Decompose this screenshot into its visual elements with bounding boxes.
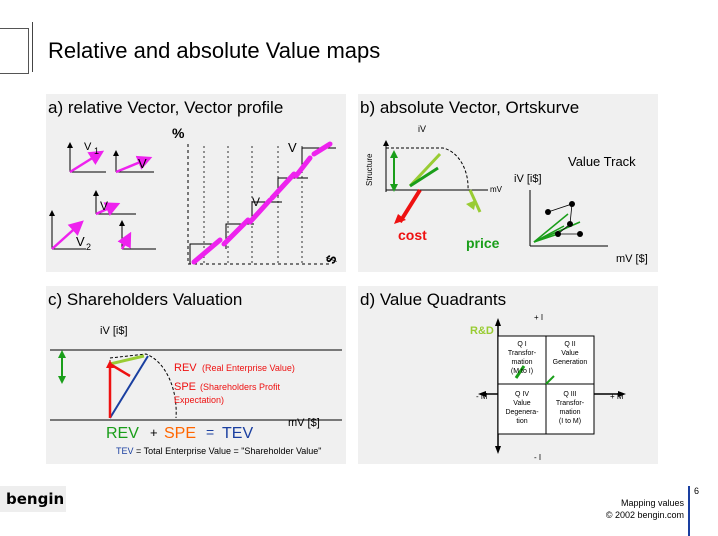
absolute-vector-diagram: iV Structure mV cost price Value Track i… [365, 124, 648, 265]
q1-line-3: mation [511, 359, 532, 366]
panel-a [46, 94, 346, 272]
note-tev: TEV [116, 446, 134, 456]
mv-label: mV [490, 185, 503, 194]
iv-dollar-label: iV [i$] [514, 173, 542, 185]
rd-label: R&D [470, 325, 494, 337]
eq-plus: + [150, 425, 158, 440]
eq-rev: REV [106, 425, 139, 442]
panel-c-title: c) Shareholders Valuation [48, 290, 243, 309]
spe-label: SPE [174, 381, 196, 393]
q3-line-1: Q III [563, 391, 576, 398]
small-v-label-1: V [138, 156, 147, 171]
title-divider [32, 22, 33, 72]
mv-dollar-label: mV [$] [616, 253, 648, 265]
q3-line-4: (I to M) [559, 418, 581, 425]
q2-line-1: Q II [564, 341, 575, 348]
shareholder-valuation-diagram: iV [i$] REV (Real Enterprise Value) SPE … [50, 325, 342, 456]
panel-d-title: d) Value Quadrants [360, 290, 507, 309]
q4-line-2: Value [513, 400, 530, 407]
panel-b [358, 94, 658, 272]
price-label: price [466, 235, 500, 251]
q4-line-1: Q IV [515, 391, 529, 398]
plus-m-label: + M [610, 392, 624, 401]
value-quadrants-diagram: + I - I - M + M R&D Q I Transfor- mation… [470, 313, 626, 462]
corner-frame [0, 28, 29, 74]
slide-title: Relative and absolute Value maps [48, 38, 381, 63]
v1-label: V [84, 141, 92, 153]
footer-accent-bar [688, 486, 690, 536]
iv-label: iV [418, 124, 426, 134]
minus-i-label: - I [534, 453, 541, 462]
v1-sub: 1 [94, 146, 99, 156]
panel-c [46, 286, 346, 464]
v2-label: V [76, 234, 85, 249]
v2-sub: 2 [86, 242, 91, 252]
iv-axis-label: iV [i$] [100, 325, 128, 337]
panel-a-title: a) relative Vector, Vector profile [48, 98, 284, 117]
footer-line-2: © 2002 bengin.com [605, 510, 684, 520]
v-label-top: V [288, 140, 297, 155]
mv-axis-label: mV [$] [288, 417, 320, 429]
q4-line-4: tion [516, 418, 527, 425]
eq-tev: TEV [222, 425, 253, 442]
q3-line-3: mation [559, 409, 580, 416]
dollar-label: $ [322, 253, 340, 266]
footer-line-1: Mapping values [620, 498, 684, 508]
percent-label: % [172, 125, 185, 141]
q2-line-3: Generation [553, 359, 588, 366]
plus-i-label: + I [534, 313, 543, 322]
spe-desc2: Expectation) [174, 395, 224, 405]
bengin-logo: bengin [6, 490, 65, 508]
note-rest: = Total Enterprise Value = "Shareholder … [136, 446, 322, 456]
cost-label: cost [398, 227, 427, 243]
structure-label: Structure [365, 153, 374, 186]
q3-line-2: Transfor- [556, 400, 585, 407]
q4-line-3: Degenera- [505, 409, 539, 416]
page-number: 6 [694, 486, 700, 496]
q1-line-4: (M to I) [511, 368, 533, 375]
rev-label: REV [174, 362, 197, 374]
eq-spe: SPE [164, 425, 196, 442]
panel-b-title: b) absolute Vector, Ortskurve [360, 98, 580, 117]
q1-line-1: Q I [517, 341, 526, 348]
minus-m-label: - M [476, 392, 488, 401]
q1-line-2: Transfor- [508, 350, 537, 357]
q2-line-2: Value [561, 350, 578, 357]
logo-box [0, 486, 66, 512]
small-v-label-2: V [100, 199, 108, 213]
value-track-label: Value Track [568, 154, 636, 169]
eq-equals: = [206, 424, 214, 440]
vector-profile-diagram: V 1 V V V 2 % V V $ [49, 125, 340, 266]
rev-desc: (Real Enterprise Value) [202, 363, 295, 373]
v-label-mid: V [252, 195, 260, 209]
spe-desc: (Shareholders Profit [200, 382, 281, 392]
